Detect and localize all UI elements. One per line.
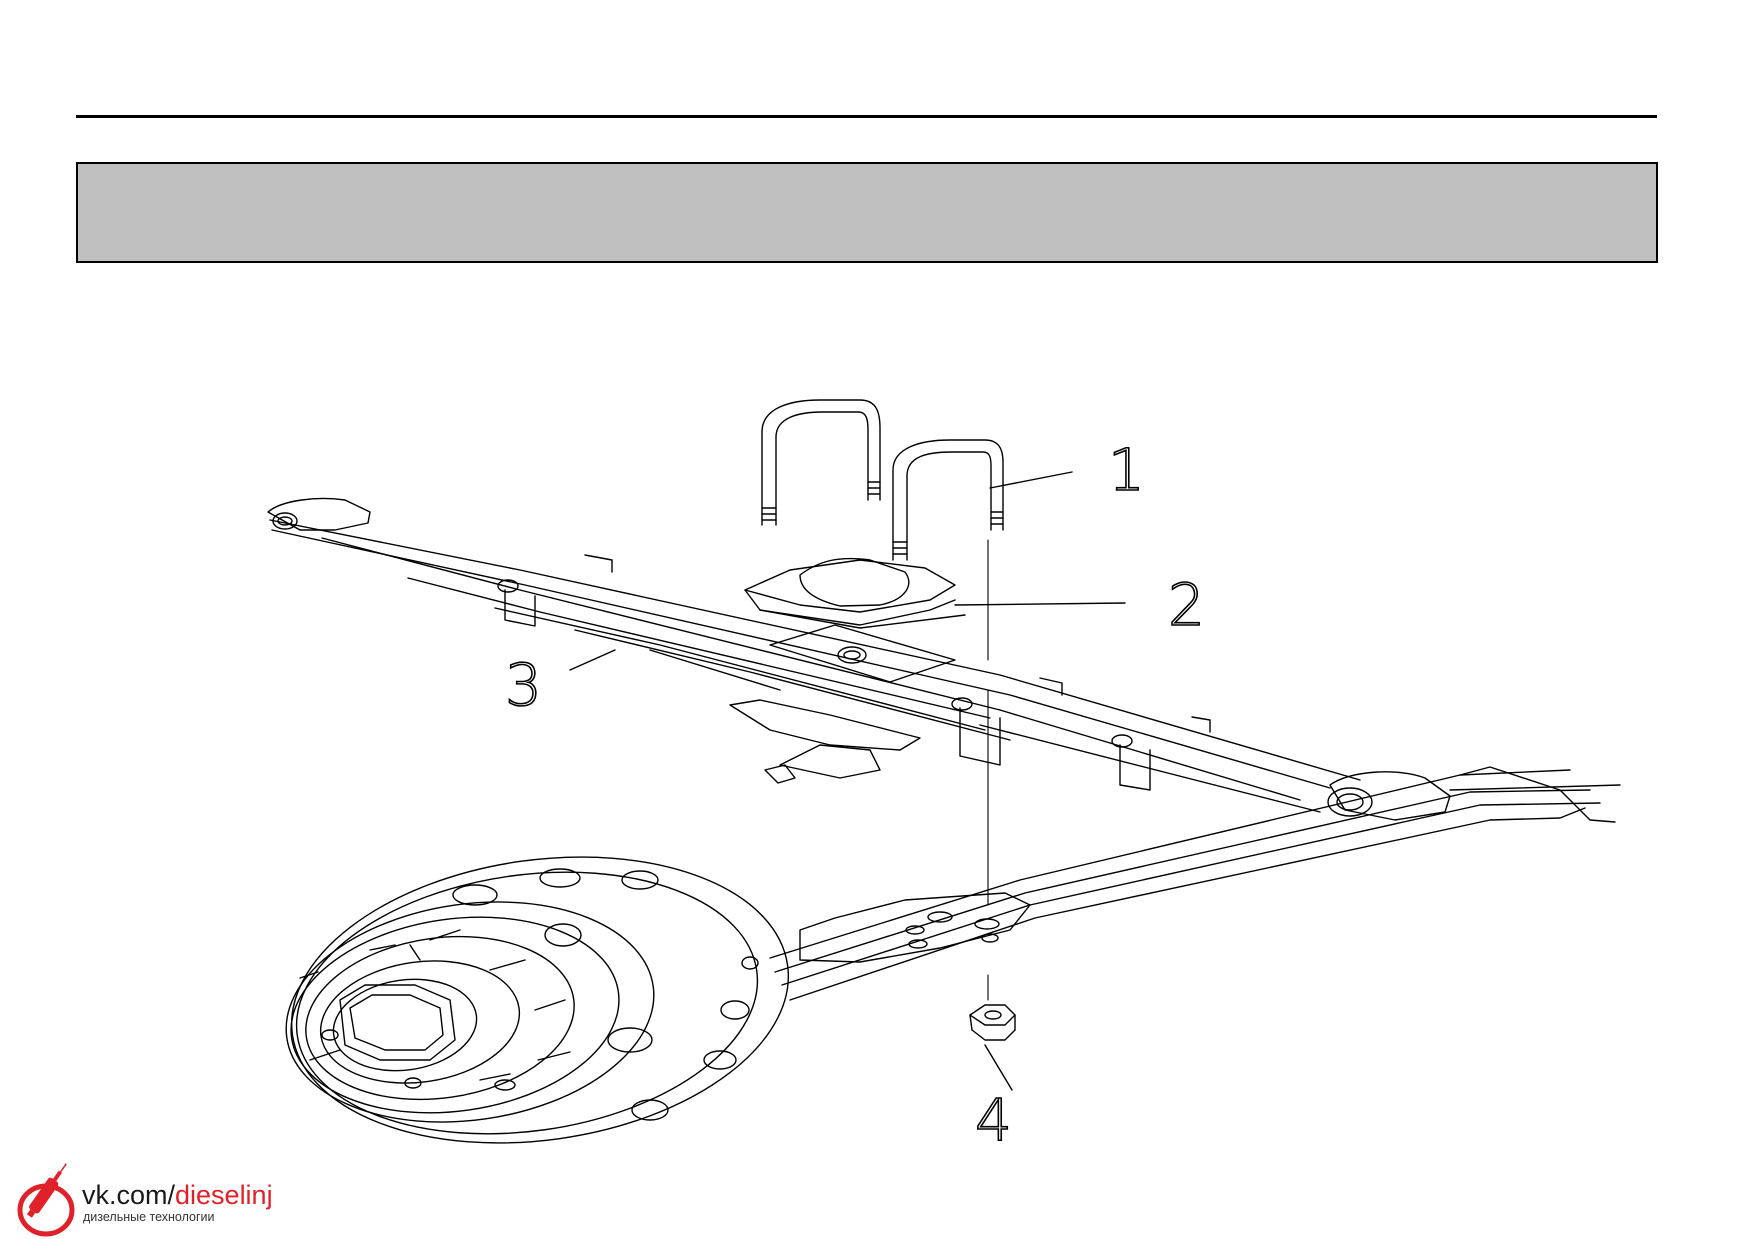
watermark-url-prefix: vk.com/	[82, 1180, 176, 1210]
wheel-hub-drum	[285, 856, 790, 1144]
syringe-logo-icon	[17, 1163, 75, 1237]
axle-beam	[769, 766, 1621, 1001]
leader-line-4	[984, 1044, 1013, 1091]
watermark-subtitle: дизельные технологии	[83, 1210, 215, 1224]
callout-3: 3	[505, 651, 542, 719]
callout-4: 4	[975, 1086, 1012, 1154]
u-bolts	[761, 399, 1004, 561]
callout-1: 1	[1108, 436, 1145, 504]
header-band	[76, 162, 1658, 263]
leader-line-3	[569, 649, 616, 671]
leader-line-2	[954, 602, 1126, 606]
leader-line-1	[989, 471, 1073, 489]
watermark-url[interactable]: vk.com/dieselinj	[82, 1180, 273, 1210]
watermark-url-name: dieselinj	[175, 1180, 273, 1210]
callout-2: 2	[1168, 571, 1205, 639]
u-bolt-nut	[969, 1004, 1016, 1041]
vk-watermark[interactable]: vk.com/dieselinj дизельные технологии	[12, 1158, 312, 1238]
top-rule	[76, 115, 1657, 118]
axle-spring-seat	[799, 892, 1031, 963]
spring-seat-cushion	[744, 557, 966, 629]
leaf-spring	[267, 497, 1451, 821]
